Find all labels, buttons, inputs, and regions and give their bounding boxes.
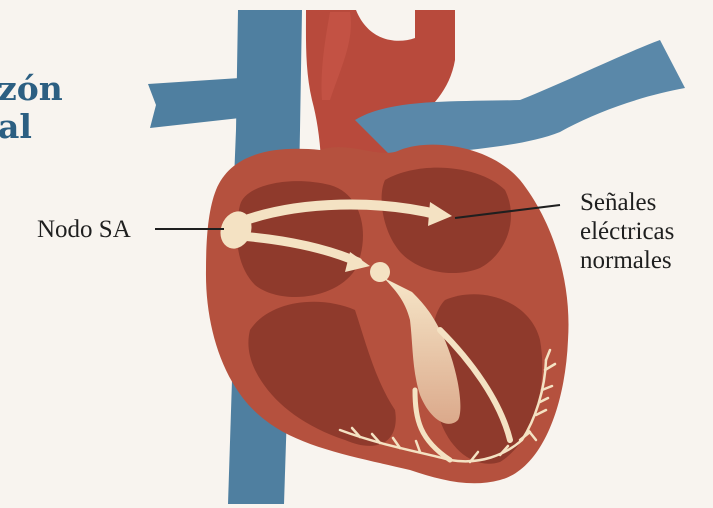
signals-label-line-3: normales [580,246,674,275]
sa-node-label: Nodo SA [37,215,131,244]
left-pulmonary-vessel [148,78,240,128]
title-line-2: al [0,107,32,146]
signals-label-line-1: Señales [580,188,674,217]
title-line-1: zón [0,69,63,108]
av-node [370,262,390,282]
signals-label-line-2: eléctricas [580,217,674,246]
electrical-signals-label: Señales eléctricas normales [580,188,674,275]
page-title: zón al [0,70,63,146]
